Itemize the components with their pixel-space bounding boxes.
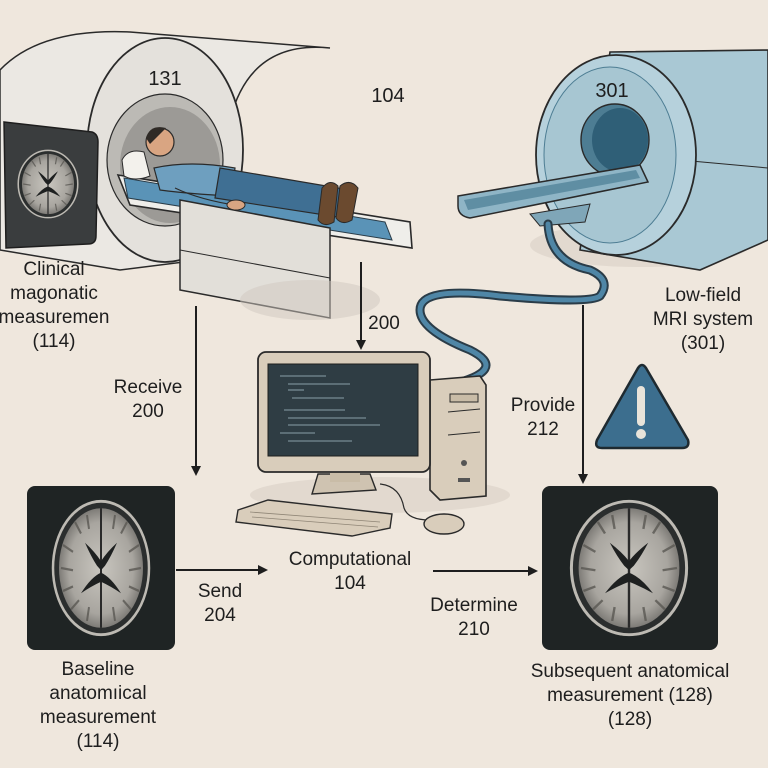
subsequent-caption: Subsequent anatomical measurement (128) … xyxy=(500,660,760,732)
computational-ref-number: 104 xyxy=(371,85,404,107)
clinical-brain-image xyxy=(3,121,99,249)
lowfield-caption-line-3: (301) xyxy=(680,333,726,354)
determine-label-text: Determine xyxy=(430,595,518,616)
send-label-number: 204 xyxy=(204,605,236,626)
clinical-caption-line-3: measuremen xyxy=(0,307,110,328)
computer-tower xyxy=(429,375,487,501)
clinical-caption-line-2: magonatic xyxy=(10,283,98,304)
receive-label-number: 200 xyxy=(132,401,164,422)
subsequent-caption-line-3: (128) xyxy=(607,709,653,730)
computational-caption-text: Computational xyxy=(288,549,412,570)
mouse xyxy=(423,513,465,535)
lowfield-caption-line-2: MRI system xyxy=(652,309,754,330)
lowfield-mri-caption: Low-field MRI system (301) xyxy=(638,284,768,356)
computer-workstation xyxy=(235,351,510,537)
to-computer-label: 200 xyxy=(362,312,406,336)
clinical-mri-caption: Clinical magonatic measuremen (114) xyxy=(0,258,124,354)
clinical-mri-ref-number: 131 xyxy=(148,68,181,90)
lowfield-caption-line-1: Low-field xyxy=(664,285,742,306)
clinical-mri-scanner: 131 xyxy=(0,30,413,320)
clinical-caption-line-1: Clinical xyxy=(23,259,85,280)
receive-label: Receive 200 xyxy=(98,376,198,424)
send-label-text: Send xyxy=(197,581,243,602)
send-label: Send 204 xyxy=(186,580,254,628)
baseline-caption-line-2: anatomıical xyxy=(49,683,147,704)
subsequent-caption-line-2: measurement (128) xyxy=(547,685,713,706)
clinical-caption-line-4: (114) xyxy=(32,331,76,352)
determine-label-number: 210 xyxy=(458,619,490,640)
subsequent-brain-image xyxy=(542,486,718,650)
baseline-caption-line-1: Baseline xyxy=(61,659,135,680)
baseline-caption-line-4: (114) xyxy=(76,731,120,752)
patient-figure xyxy=(121,127,359,226)
computational-caption-number: 104 xyxy=(334,573,366,594)
provide-label: Provide 212 xyxy=(502,394,584,442)
provide-label-number: 212 xyxy=(527,419,559,440)
to-computer-number: 200 xyxy=(368,313,400,334)
lowfield-mri-scanner: 301 xyxy=(457,49,768,271)
warning-triangle-icon xyxy=(594,363,690,450)
determine-label: Determine 210 xyxy=(420,594,528,642)
subsequent-caption-line-1: Subsequent anatomical xyxy=(530,661,730,682)
provide-label-text: Provide xyxy=(510,395,576,416)
baseline-caption: Baseline anatomıical measurement (114) xyxy=(16,658,180,754)
keyboard xyxy=(235,499,393,537)
lowfield-mri-ref-number: 301 xyxy=(595,80,628,102)
baseline-brain-image xyxy=(27,486,175,650)
computational-caption: Computational 104 xyxy=(268,548,432,596)
receive-label-text: Receive xyxy=(113,377,183,398)
baseline-caption-line-3: measurement xyxy=(39,707,157,728)
